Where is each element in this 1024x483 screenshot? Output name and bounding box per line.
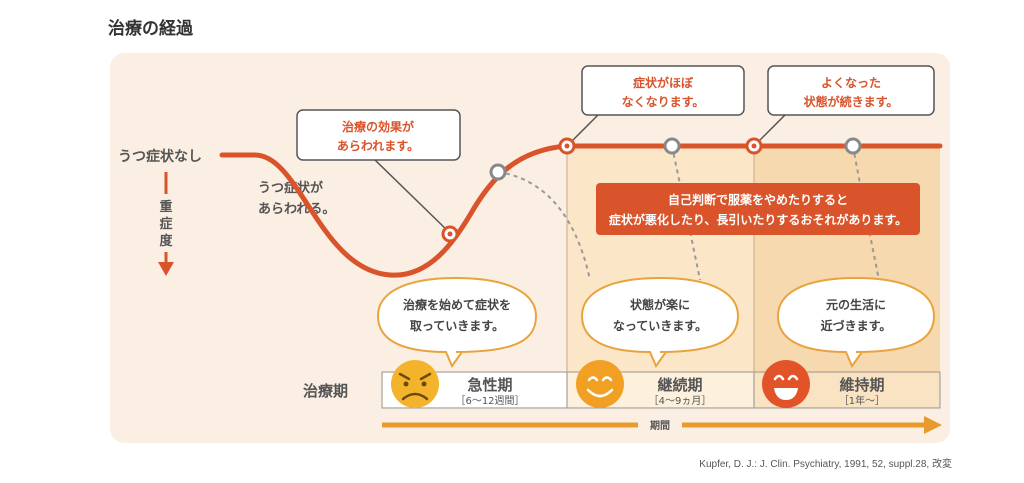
no-symptoms-label: うつ症状なし bbox=[118, 148, 202, 165]
phase-name-maintenance: 維持期 bbox=[839, 376, 884, 394]
svg-text:症状が悪化したり、長引いたりするおそれがあります。: 症状が悪化したり、長引いたりするおそれがあります。 bbox=[609, 212, 907, 227]
period-label: 期間 bbox=[650, 419, 670, 432]
severity-arrow-head bbox=[158, 262, 174, 276]
symptoms-appear-label: うつ症状が bbox=[258, 180, 323, 196]
svg-text:自己判断で服薬をやめたりすると: 自己判断で服薬をやめたりすると bbox=[668, 192, 848, 207]
relapse-dashed-line bbox=[497, 171, 591, 281]
relapse-point-marker bbox=[663, 137, 681, 155]
severity-label: 重 bbox=[159, 199, 172, 215]
page-title: 治療の経過 bbox=[108, 19, 193, 39]
svg-text:なくなります。: なくなります。 bbox=[622, 95, 705, 109]
citation: Kupfer, D. J.: J. Clin. Psychiatry, 1991… bbox=[699, 459, 952, 470]
svg-text:治療を始めて症状を: 治療を始めて症状を bbox=[403, 297, 511, 312]
svg-text:取っていきます。: 取っていきます。 bbox=[410, 319, 504, 333]
phase-duration-acute: ［6〜12週間］ bbox=[455, 395, 524, 407]
relapse-point-marker bbox=[489, 163, 507, 181]
phase-name-acute: 急性期 bbox=[467, 376, 512, 394]
svg-text:よくなった: よくなった bbox=[821, 76, 881, 90]
svg-text:状態が続きます。: 状態が続きます。 bbox=[804, 94, 899, 109]
svg-text:元の生活に: 元の生活に bbox=[826, 297, 886, 312]
big-smile-face-icon bbox=[762, 360, 810, 408]
severity-label: 度 bbox=[159, 233, 173, 249]
symptoms-appear-label: あらわれる。 bbox=[258, 202, 335, 217]
svg-text:なっていきます。: なっていきます。 bbox=[613, 319, 707, 333]
warning-box: 自己判断で服薬をやめたりすると 症状が悪化したり、長引いたりするおそれがあります… bbox=[596, 183, 920, 235]
svg-text:あらわれます。: あらわれます。 bbox=[337, 139, 419, 153]
svg-text:症状がほぼ: 症状がほぼ bbox=[633, 75, 694, 90]
smile-face-icon bbox=[576, 360, 624, 408]
callout-leader bbox=[374, 159, 451, 234]
phase-duration-continuation: ［4〜9ヵ月］ bbox=[649, 395, 712, 407]
phase-row bbox=[381, 371, 941, 409]
phase-name-continuation: 継続期 bbox=[657, 376, 702, 394]
callout-sustained: よくなった 状態が続きます。 bbox=[767, 65, 935, 116]
callout-effect: 治療の効果が あらわれます。 bbox=[296, 109, 461, 161]
sad-face-icon bbox=[391, 360, 439, 408]
relapse-point-marker bbox=[844, 137, 862, 155]
speech-bubble-maintenance: 元の生活に 近づきます。 bbox=[776, 276, 936, 369]
treatment-phase-label: 治療期 bbox=[303, 382, 348, 400]
svg-text:近づきます。: 近づきます。 bbox=[821, 318, 892, 333]
severity-label: 症 bbox=[159, 216, 172, 232]
speech-bubble-continuation: 状態が楽に なっていきます。 bbox=[580, 276, 740, 369]
svg-text:治療の効果が: 治療の効果が bbox=[342, 119, 414, 134]
callout-symptoms-gone: 症状がほぼ なくなります。 bbox=[581, 65, 745, 116]
period-arrow-head bbox=[924, 416, 942, 434]
svg-text:状態が楽に: 状態が楽に bbox=[630, 297, 690, 312]
phase-duration-maintenance: ［1年〜］ bbox=[839, 394, 885, 407]
speech-bubble-acute: 治療を始めて症状を 取っていきます。 bbox=[376, 276, 538, 369]
severity-curve bbox=[219, 143, 943, 278]
